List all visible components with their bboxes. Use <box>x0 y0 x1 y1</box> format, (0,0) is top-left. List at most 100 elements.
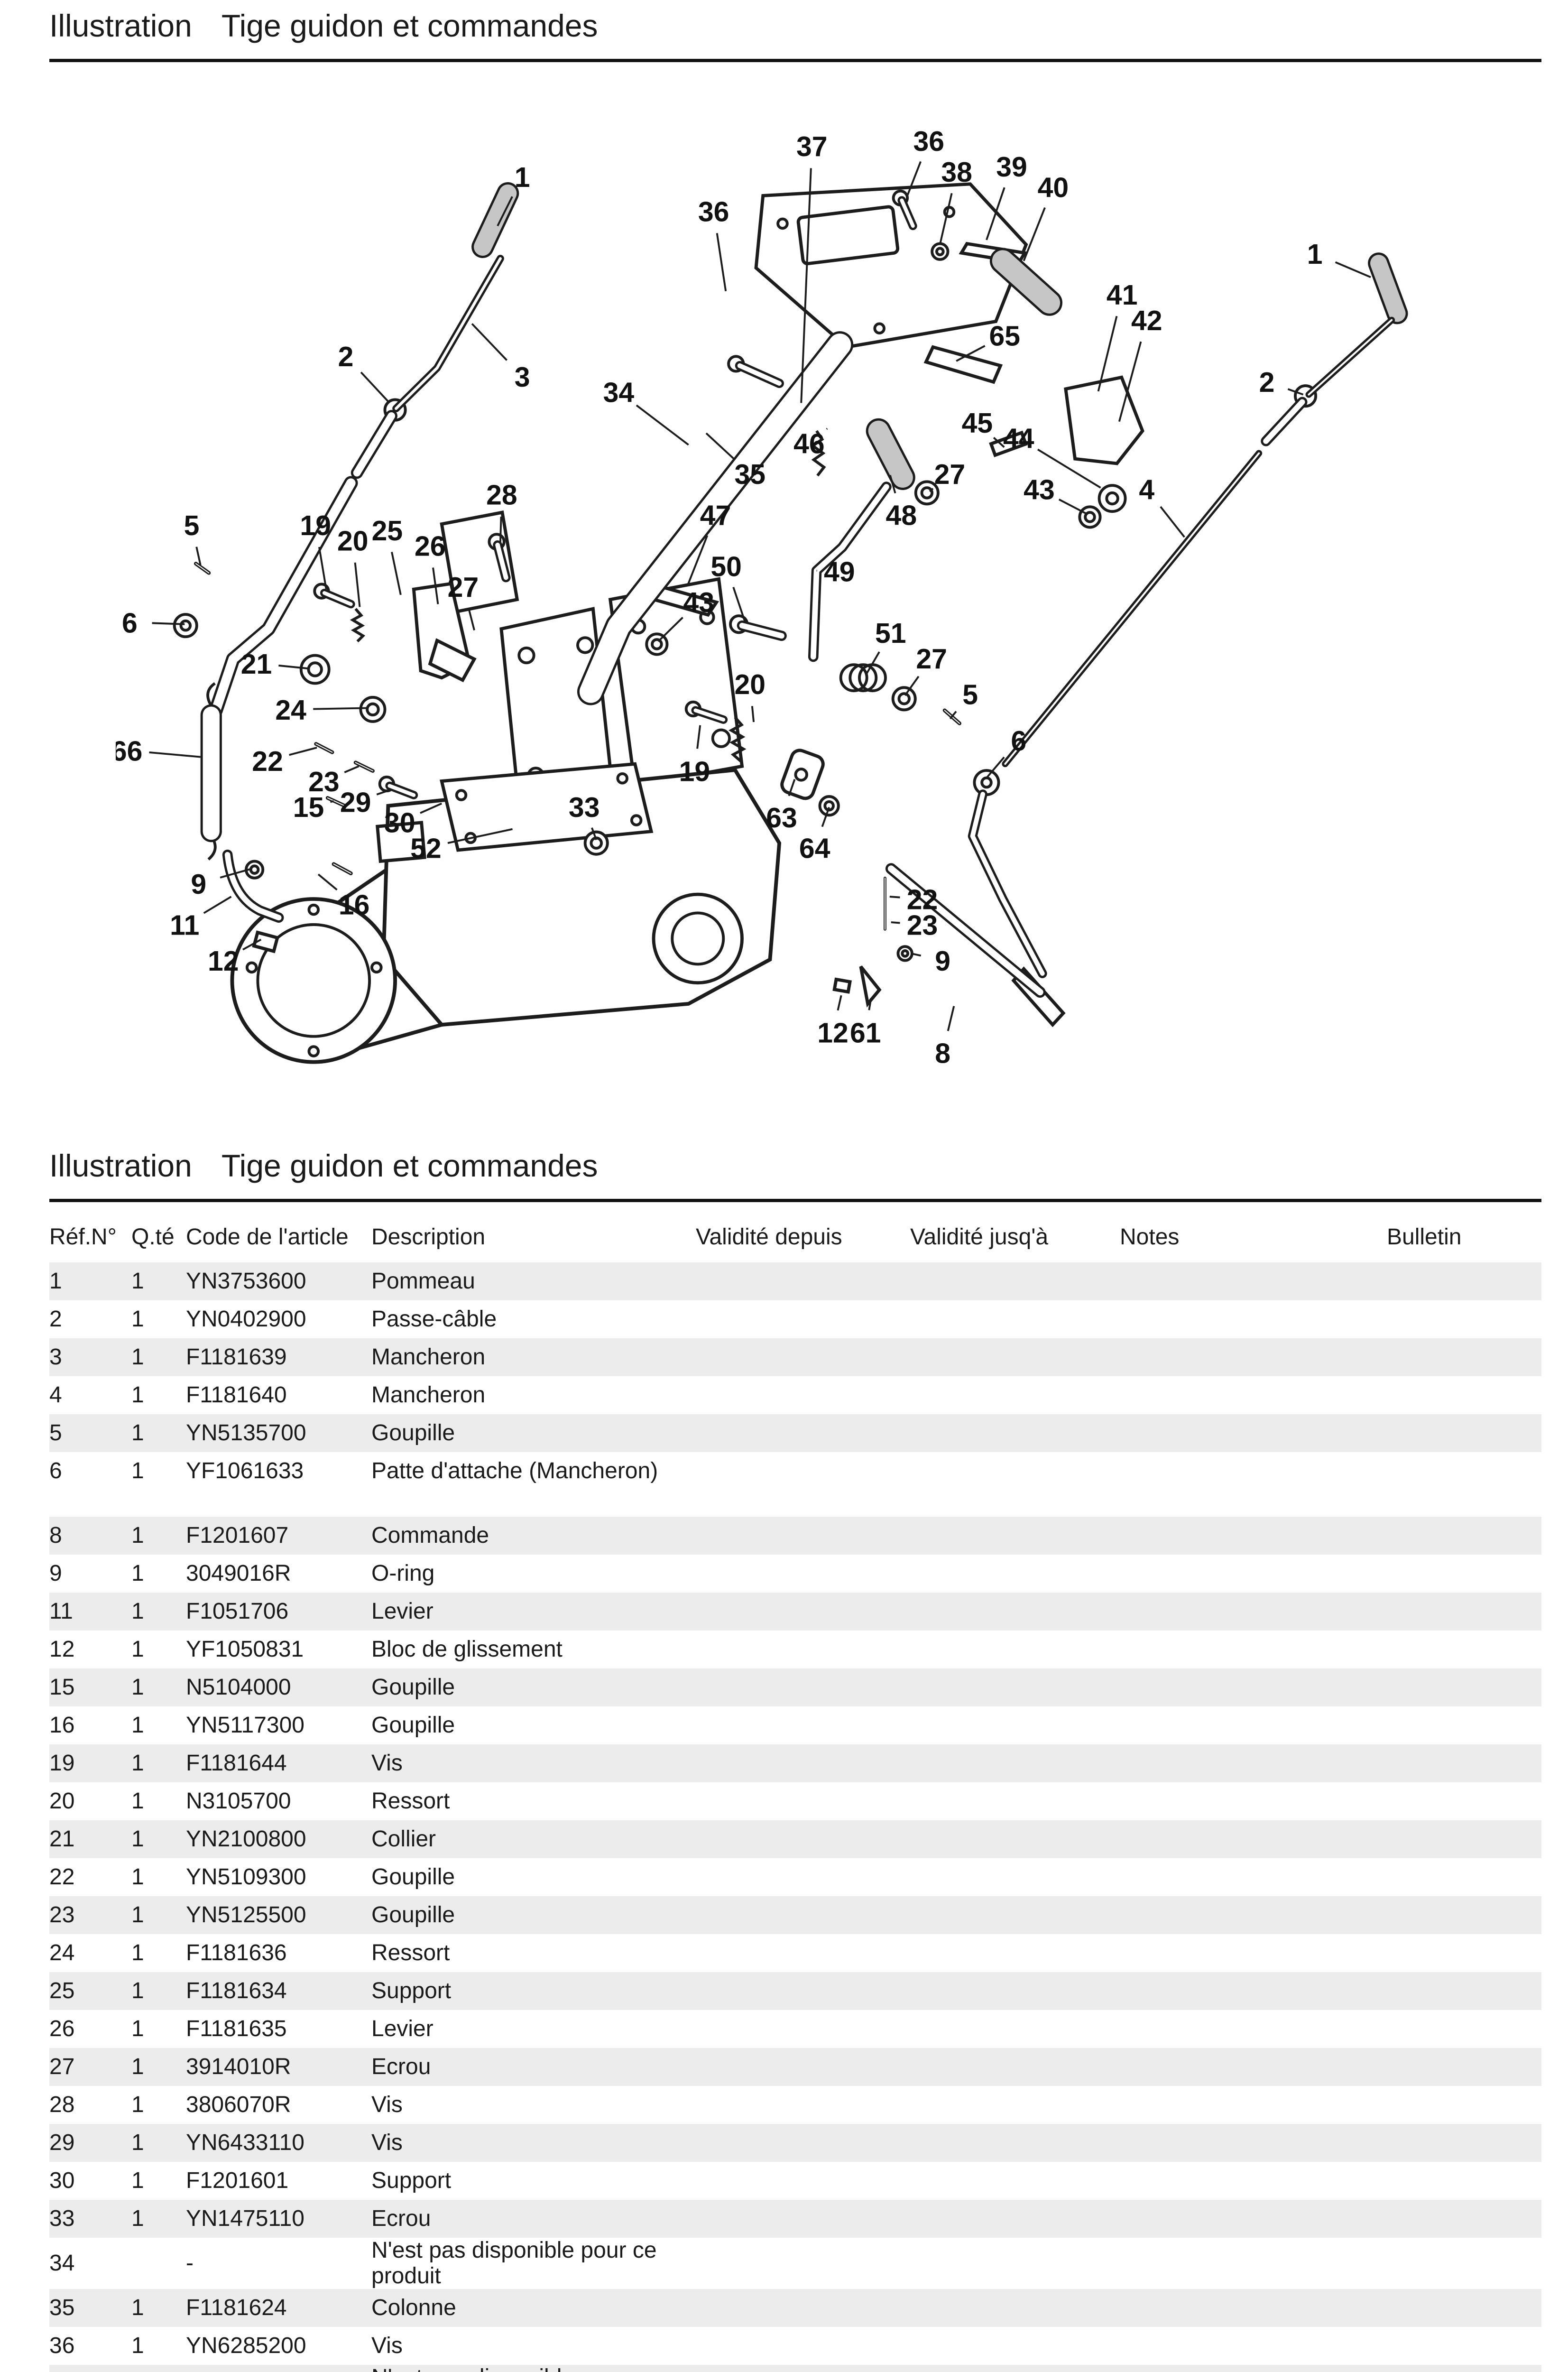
cell-bulletin <box>1387 1744 1541 1782</box>
cell-valid-from <box>696 1452 910 1490</box>
callout-leader-line <box>929 488 934 492</box>
cell-qty: 1 <box>131 1788 144 1814</box>
cell-bulletin <box>1387 1376 1541 1414</box>
diagram-tube <box>737 363 782 386</box>
diagram-tube <box>315 743 333 753</box>
horizontal-rule <box>49 1199 1541 1202</box>
col-qty: Q.té <box>131 1224 175 1250</box>
callout-leader-line <box>956 345 986 362</box>
callout-label: 37 <box>796 131 828 162</box>
callout-leader-line <box>821 806 830 827</box>
cell-qty: 1 <box>131 1940 144 1965</box>
callout-label: 2 <box>338 342 354 372</box>
callout-label: 41 <box>1107 280 1138 311</box>
cell-notes <box>1120 2048 1387 2086</box>
cell-qty: 1 <box>131 1458 144 1483</box>
cell-bulletin <box>1387 1262 1541 1300</box>
callout-label: 5 <box>184 510 200 541</box>
callout-leader-line <box>149 751 201 758</box>
cell-ref: 20 <box>49 1788 75 1814</box>
cell-description: Goupille <box>371 1420 455 1445</box>
cell-valid-until <box>910 1782 1120 1820</box>
table-header-row: Réf.N° Q.té Code de l'article Descriptio… <box>49 1214 1541 1262</box>
callout-leader-line <box>318 547 327 590</box>
callout-label: 33 <box>569 792 600 823</box>
cell-qty: 1 <box>131 1561 144 1586</box>
cell-description: Support <box>371 2168 452 2193</box>
cell-code: YN5109300 <box>186 1864 306 1890</box>
callout-label: 46 <box>793 428 825 459</box>
callout-leader-line <box>447 828 513 844</box>
cell-description: Goupille <box>371 1675 455 1700</box>
callout-label: 47 <box>700 500 731 531</box>
cell-code: YN3753600 <box>186 1269 306 1294</box>
cell-code: YN5125500 <box>186 1902 306 1927</box>
cell-code: 3049016R <box>186 1561 291 1586</box>
cell-qty: 1 <box>131 2206 144 2231</box>
callout-label: 9 <box>935 946 950 977</box>
cell-valid-until <box>910 2200 1120 2238</box>
parts-table-1: Réf.N° Q.té Code de l'article Descriptio… <box>49 1214 1541 2372</box>
cell-notes <box>1120 2365 1387 2372</box>
cell-qty <box>131 2238 186 2289</box>
callout-label: 19 <box>300 510 331 541</box>
cell-code: F1181639 <box>186 1344 287 1370</box>
cell-valid-until <box>910 2162 1120 2200</box>
title-name: Tige guidon et commandes <box>221 8 598 43</box>
cell-bulletin <box>1387 1631 1541 1668</box>
callout-leader-line <box>432 567 439 604</box>
table-spacer-row <box>49 1490 1541 1517</box>
diagram-tube <box>387 784 416 797</box>
cell-bulletin <box>1387 2048 1541 2086</box>
title-prefix: Illustration <box>49 1148 192 1183</box>
cell-ref: 26 <box>49 2016 75 2041</box>
callout-leader-line <box>716 233 727 292</box>
cell-ref: 5 <box>49 1420 62 1445</box>
callout-leader-line <box>289 747 317 756</box>
cell-bulletin <box>1387 1896 1541 1934</box>
cell-valid-from <box>696 1338 910 1376</box>
callout-label: 28 <box>486 480 517 510</box>
cell-valid-from <box>696 1782 910 1820</box>
callout-label: 27 <box>934 459 966 490</box>
diagram-tube <box>211 478 356 715</box>
cell-valid-until <box>910 1593 1120 1631</box>
callout-leader-line <box>591 827 598 840</box>
callout-leader-line <box>313 707 369 710</box>
cell-ref: 35 <box>49 2295 75 2320</box>
callout-leader-line <box>947 1006 955 1031</box>
callout-label: 26 <box>415 531 446 562</box>
cell-valid-from <box>696 1706 910 1744</box>
cell-code: YF1061633 <box>186 1458 304 1483</box>
callout-label: 6 <box>1011 726 1026 757</box>
cell-description: Ressort <box>371 1940 450 1965</box>
cell-bulletin <box>1387 1452 1541 1490</box>
callout-leader-line <box>1160 506 1185 538</box>
cell-valid-until <box>910 1631 1120 1668</box>
cell-qty: 1 <box>131 2130 144 2155</box>
callout-leader-line <box>732 587 747 623</box>
cell-notes <box>1120 2200 1387 2238</box>
cell-ref: 34 <box>49 2251 75 2276</box>
callout-label: 15 <box>293 792 324 823</box>
cell-ref: 6 <box>49 1458 62 1483</box>
callout-leader-line <box>751 706 755 723</box>
cell-qty: 1 <box>131 1344 144 1370</box>
callout-leader-line <box>360 371 390 404</box>
cell-ref: 23 <box>49 1902 75 1927</box>
cell-qty: 1 <box>131 1978 144 2003</box>
cell-ref: 16 <box>49 1713 75 1738</box>
cell-code: F1181636 <box>186 1940 287 1965</box>
callout-leader-line <box>1097 315 1118 392</box>
cell-description: Passe-câble <box>371 1306 497 1332</box>
callout-label: 43 <box>683 587 714 618</box>
